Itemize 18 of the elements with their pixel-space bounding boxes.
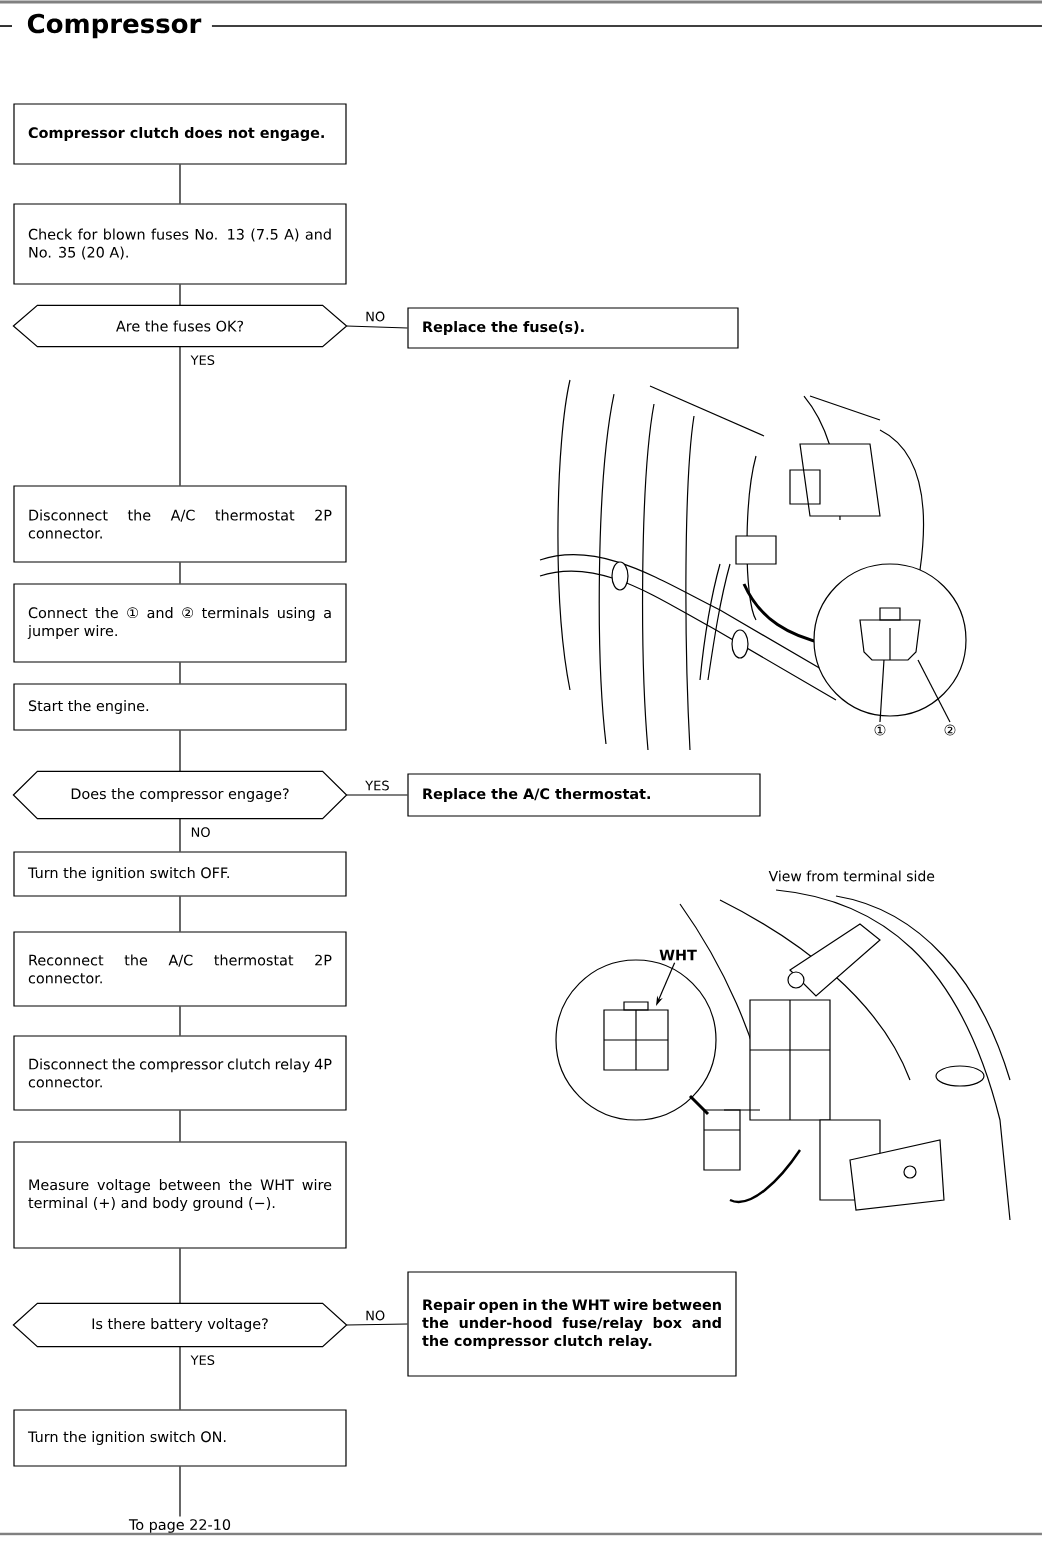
connector-line — [346, 794, 408, 796]
connector-line — [179, 284, 181, 306]
connector-line — [179, 818, 181, 852]
title: Compressor — [27, 13, 202, 39]
connector-line — [179, 1466, 181, 1518]
connector-line — [179, 1006, 181, 1036]
connector-line — [179, 164, 181, 204]
leader-line — [917, 659, 951, 723]
connector-line — [179, 562, 181, 584]
connector-line — [179, 662, 181, 684]
connector-line — [346, 1323, 408, 1326]
connector-line — [179, 346, 181, 486]
connector-line — [179, 1248, 181, 1304]
connector-line — [179, 1346, 181, 1410]
connector-line — [346, 325, 408, 329]
connector-line — [179, 730, 181, 772]
connector-line — [179, 896, 181, 932]
connector-line — [179, 1110, 181, 1142]
